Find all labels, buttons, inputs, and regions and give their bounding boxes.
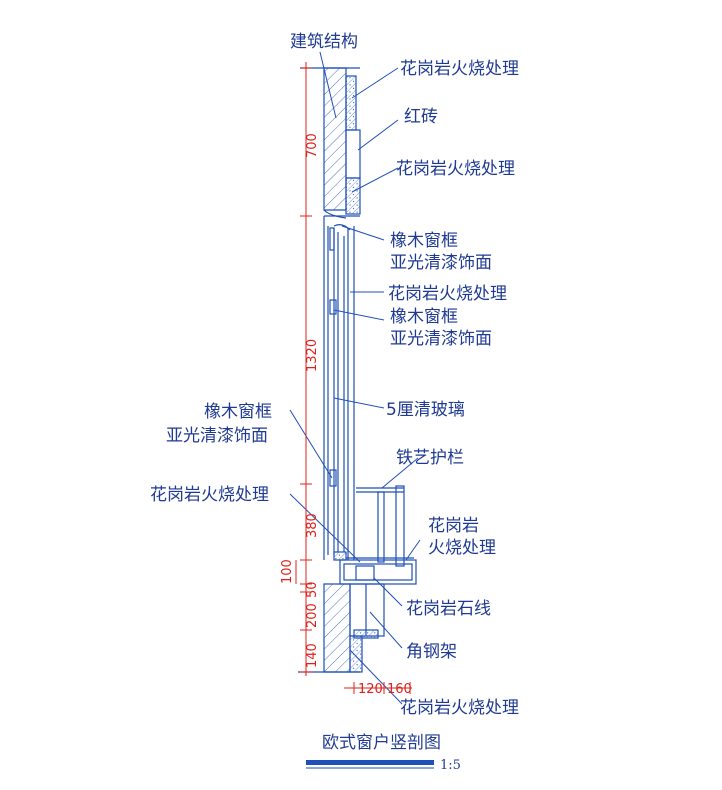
label-steel-frame: 角钢架 [406,642,457,662]
label-granite-upper: 花岗岩火烧处理 [396,159,515,179]
steel-frame [349,583,385,673]
title-underline [306,760,434,765]
dim-200: 200 [305,603,320,628]
drawing-scale: 1:5 [440,758,461,773]
label-oak-finish-3: 亚光清漆饰面 [166,426,268,446]
label-granite-bottom: 花岗岩火烧处理 [400,698,519,718]
leader-lines [289,51,421,705]
drawing-title: 欧式窗户竖剖图 [322,733,441,753]
window-head [323,209,360,219]
label-granite-line: 花岗岩石线 [406,599,491,619]
granite-cladding-top [345,75,361,215]
dim-1320: 1320 [305,339,320,372]
dim-120: 120 [358,682,383,697]
label-granite-mid: 花岗岩火烧处理 [388,284,507,304]
dim-160: 160 [387,682,412,697]
label-glass: 5厘清玻璃 [386,400,465,420]
window-sill [333,551,417,585]
label-granite-left: 花岗岩火烧处理 [150,485,269,505]
label-oak-finish-1: 亚光清漆饰面 [390,253,492,273]
iron-railing [356,485,405,567]
window-frame [323,216,355,560]
dim-100: 100 [280,559,295,584]
horizontal-dimension-line [344,682,412,694]
dim-50: 50 [305,581,320,598]
label-railing: 铁艺护栏 [396,448,464,468]
label-brick: 红砖 [404,107,438,127]
dim-140: 140 [305,643,320,668]
label-structure: 建筑结构 [290,32,358,52]
label-granite-top: 花岗岩火烧处理 [400,59,519,79]
label-oak-frame-3: 橡木窗框 [204,402,272,422]
structure-wall-lower [298,583,360,673]
dim-380: 380 [305,513,320,538]
label-granite-right-b: 火烧处理 [428,538,496,558]
label-oak-finish-2: 亚光清漆饰面 [390,329,492,349]
label-oak-frame-2: 橡木窗框 [390,307,458,327]
vertical-dimension-line [295,62,312,676]
label-granite-right-a: 花岗岩 [428,516,479,536]
dim-700: 700 [305,133,320,158]
label-oak-frame-1: 橡木窗框 [390,231,458,251]
